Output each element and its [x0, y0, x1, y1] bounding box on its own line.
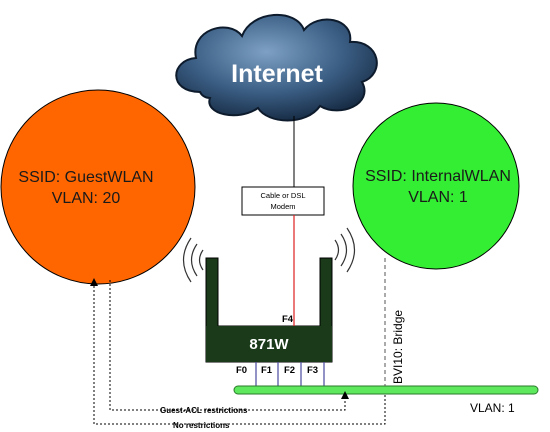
guest-acl-label: Guest-ACL restrictions [160, 406, 248, 415]
guest-wlan-circle: SSID: GuestWLAN VLAN: 20 [0, 89, 196, 285]
no-restrictions-label: No restrictions [173, 421, 230, 430]
port-label-f2: F2 [284, 365, 295, 376]
internal-vlan-label: VLAN: 1 [408, 189, 468, 206]
right-antenna-signal-icon [334, 227, 356, 273]
guest-acl-path: Guest-ACL restrictions [109, 280, 349, 415]
port-label-f0: F0 [236, 365, 247, 376]
internal-wlan-circle: SSID: InternalWLAN VLAN: 1 [352, 102, 520, 270]
wan-port-label: F4 [282, 314, 294, 325]
router-871w: 871W [205, 257, 333, 363]
internet-cloud: Internet [175, 14, 378, 122]
internal-ssid-label: SSID: InternalWLAN [365, 168, 511, 185]
bvi-bridge-label: BVI10: Bridge [391, 310, 405, 384]
router-label: 871W [249, 336, 289, 353]
no-restrictions-path: No restrictions [90, 278, 386, 430]
modem-label-line1: Cable or DSL [260, 191, 305, 200]
left-antenna-signal-icon [182, 237, 204, 283]
vlan1-bar-label: VLAN: 1 [470, 401, 515, 415]
port-label-f3: F3 [307, 365, 318, 376]
guest-ssid-label: SSID: GuestWLAN [18, 169, 153, 186]
guest-vlan-label: VLAN: 20 [52, 190, 121, 207]
internet-label: Internet [231, 60, 323, 88]
modem-box: Cable or DSL Modem [241, 186, 325, 216]
port-label-f1: F1 [261, 365, 273, 376]
switch-ports: F0 F1 F2 F3 [236, 362, 325, 390]
vlan1-bar: VLAN: 1 [233, 385, 539, 415]
modem-label-line2: Modem [270, 202, 295, 211]
